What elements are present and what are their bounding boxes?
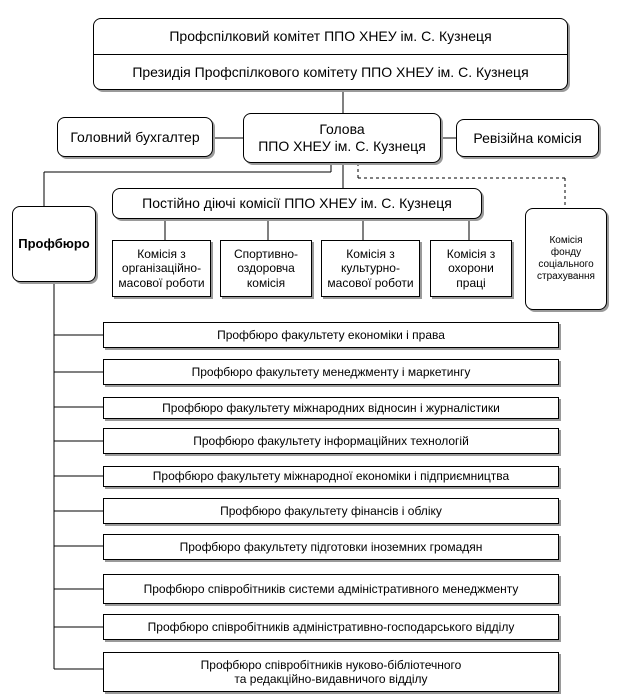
social-insurance-fund-box: Комісія фонду соціального страхування	[525, 208, 607, 310]
bureau-economics-law: Профбюро факультету економіки і права	[103, 322, 559, 348]
bureau-box: Профбюро	[12, 206, 96, 282]
audit-commission-box: Ревізійна комісія	[456, 119, 599, 157]
bureau-library-publishing: Профбюро співробітників нуково-бібліотеч…	[103, 652, 559, 692]
bureau-international-economics: Профбюро факультету міжнародної економік…	[103, 466, 559, 487]
commission-org-mass-box: Комісія з організаційно- масової роботи	[112, 240, 211, 297]
bureau-admin-economic-dept: Профбюро співробітників адміністративно-…	[103, 614, 559, 640]
permanent-commissions-box: Постійно діючі комісії ППО ХНЕУ ім. С. К…	[112, 188, 482, 219]
head-title: Голова	[319, 121, 365, 138]
commission-labor-safety-box: Комісія з охорони праці	[430, 240, 512, 297]
commission-sport-box: Спортивно- оздоровча комісія	[220, 240, 312, 297]
bureau-finance-accounting: Профбюро факультету фінансів і обліку	[103, 498, 559, 524]
bureau-admin-management: Профбюро співробітників системи адмініст…	[103, 574, 559, 604]
trade-union-committee-block: Профспілковий комітет ППО ХНЕУ ім. С. Ку…	[93, 18, 568, 90]
trade-union-committee-title: Профспілковий комітет ППО ХНЕУ ім. С. Ку…	[169, 28, 492, 45]
bureau-management-marketing: Профбюро факультету менеджменту і маркет…	[103, 359, 559, 385]
bureau-information-technology: Профбюро факультету інформаційних технол…	[103, 428, 559, 454]
presidium-title: Президія Профспілкового комітету ППО ХНЕ…	[132, 64, 529, 81]
bureau-foreign-citizens: Профбюро факультету підготовки іноземних…	[103, 534, 559, 560]
bureau-international-relations: Профбюро факультету міжнародних відносин…	[103, 397, 559, 419]
head-subtitle: ППО ХНЕУ ім. С. Кузнеця	[258, 138, 426, 154]
commission-culture-box: Комісія з культурно- масової роботи	[321, 240, 420, 297]
head-box: Голова ППО ХНЕУ ім. С. Кузнеця	[243, 113, 441, 163]
chief-accountant-box: Головний бухгалтер	[57, 117, 213, 157]
